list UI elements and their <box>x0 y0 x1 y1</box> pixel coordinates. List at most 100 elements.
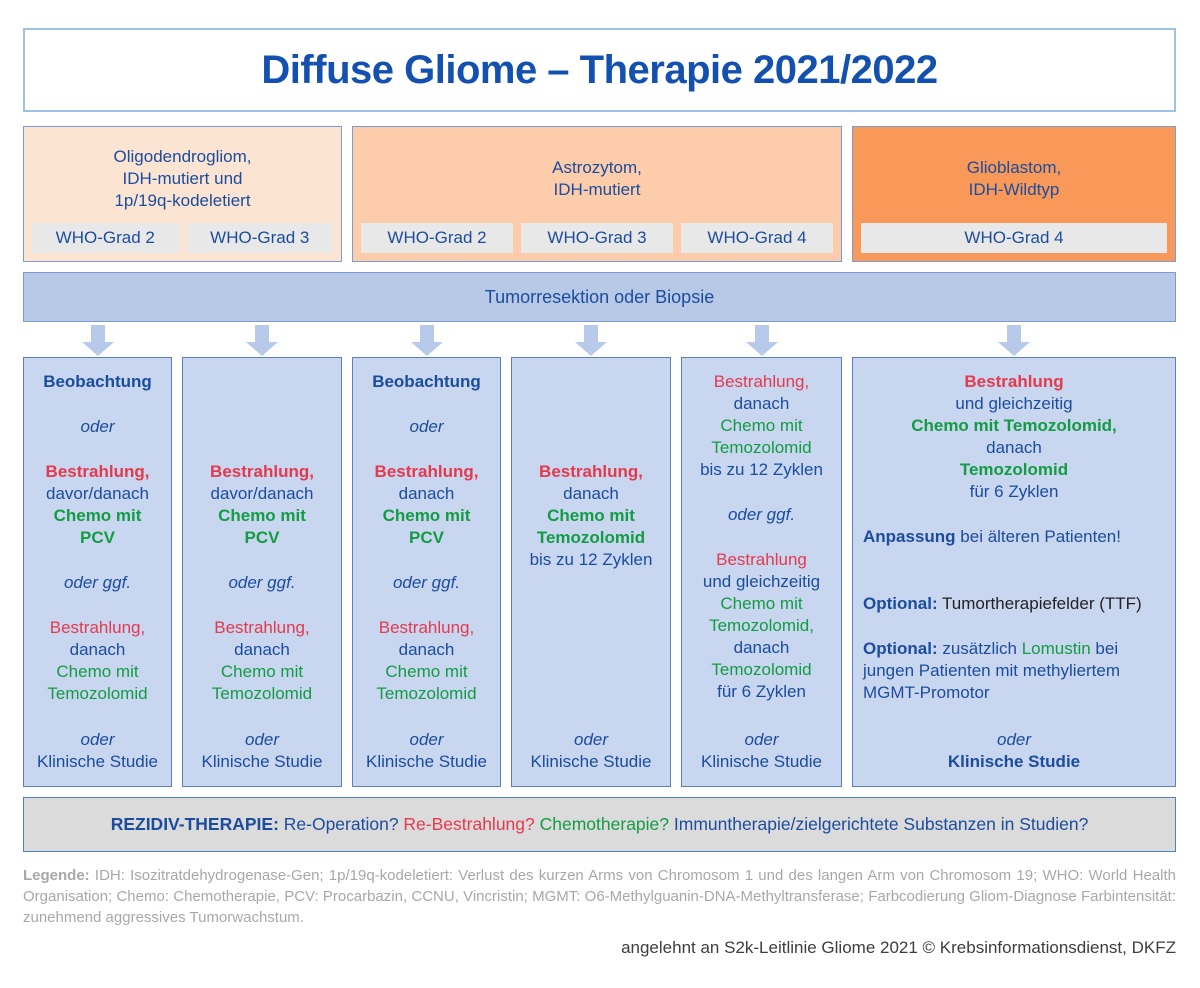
therapy-line: Chemo mit <box>53 506 142 525</box>
therapy-block: oder ggf. <box>29 572 166 594</box>
therapy-line: Chemo mit <box>720 416 803 435</box>
therapy-line: Anpassung bei älteren Patienten! <box>863 527 1121 546</box>
therapy-line: Temozolomid <box>536 528 646 547</box>
who-grade-chip: WHO-Grad 2 <box>361 223 513 253</box>
therapy-line: Temozolomid, <box>709 616 814 635</box>
therapy-line: PCV <box>244 528 280 547</box>
therapy-line: oder <box>80 730 115 749</box>
therapy-line: Temozolomid <box>959 460 1069 479</box>
therapy-line: oder <box>409 417 444 436</box>
legend-label: Legende: <box>23 867 90 884</box>
diagnosis-group-astrozytom: Astrozytom,IDH-mutiert WHO-Grad 2 WHO-Gra… <box>352 126 842 262</box>
therapy-line: Chemo mit <box>385 662 468 681</box>
diagnosis-title-line: IDH-mutiert <box>553 180 641 199</box>
therapy-line: Beobachtung <box>372 372 481 391</box>
therapy-block: oder <box>358 416 495 438</box>
therapy-line: Beobachtung <box>43 372 152 391</box>
therapy-line: Temozolomid <box>376 684 477 703</box>
therapy-line: MGMT-Promotor <box>863 683 990 702</box>
therapy-line: Chemo mit <box>220 662 304 681</box>
resection-bar-label: Tumorresektion oder Biopsie <box>484 286 715 307</box>
therapy-line: für 6 Zyklen <box>717 682 806 701</box>
therapy-block: oder ggf. <box>687 504 836 526</box>
who-grade-chip: WHO-Grad 3 <box>186 223 333 253</box>
therapy-line: Bestrahlung, <box>45 462 150 481</box>
page-title-box: Diffuse Gliome – Therapie 2021/2022 <box>23 28 1176 112</box>
therapy-line: und gleichzeitig <box>955 394 1073 413</box>
therapy-line: Bestrahlung <box>964 372 1064 391</box>
therapy-line: Chemo mit Temozolomid, <box>911 416 1117 435</box>
legend-text: Legende: IDH: Isozitratdehydrogenase-Gen… <box>23 865 1176 928</box>
therapy-line: bis zu 12 Zyklen <box>700 460 823 479</box>
therapy-line: Bestrahlung <box>716 550 807 569</box>
therapy-line: Temozolomid <box>711 660 812 679</box>
therapy-line: Bestrahlung, <box>539 462 643 481</box>
therapy-line: oder ggf. <box>228 573 296 592</box>
therapy-block: Beobachtung <box>358 371 495 393</box>
down-arrow-icon <box>246 325 278 356</box>
therapy-line: oder <box>244 730 280 749</box>
therapy-line: danach <box>234 640 290 659</box>
attribution-text: angelehnt an S2k-Leitlinie Gliome 2021 ©… <box>621 938 1176 957</box>
therapy-line: Klinische Studie <box>37 752 158 771</box>
who-grade-chip: WHO-Grad 3 <box>521 223 673 253</box>
therapy-line: Bestrahlung, <box>713 372 810 391</box>
down-arrow-icon <box>81 325 114 356</box>
rezidiv-text: REZIDIV-THERAPIE: Re-Operation? Re-Bestr… <box>110 814 1089 834</box>
diagnosis-title-line: Oligodendrogliom, <box>113 147 252 166</box>
resection-bar: Tumorresektion oder Biopsie <box>23 272 1176 322</box>
diagnosis-title-line: 1p/19q-kodeletiert <box>114 191 251 210</box>
therapy-line: Chemo mit <box>218 506 306 525</box>
diagnosis-title: Astrozytom,IDH-mutiert <box>361 135 833 223</box>
therapy-line: danach <box>986 438 1042 457</box>
therapy-line: Klinische Studie <box>530 752 652 771</box>
therapy-line: Klinische Studie <box>701 752 822 771</box>
therapy-line: Chemo mit <box>720 594 803 613</box>
therapy-line: Bestrahlung, <box>374 462 479 481</box>
therapy-line: für 6 Zyklen <box>969 482 1059 501</box>
down-arrow-icon <box>745 325 778 356</box>
therapy-line: Temozolomid <box>47 684 148 703</box>
therapy-line: Optional: Tumortherapiefelder (TTF) <box>863 594 1142 613</box>
diagnosis-title-line: IDH-Wildtyp <box>968 180 1060 199</box>
therapy-line: oder <box>80 417 115 436</box>
therapy-line: Bestrahlung, <box>49 618 146 637</box>
therapy-line: Bestrahlung, <box>210 462 314 481</box>
therapy-block: oder <box>29 416 166 438</box>
therapy-line: danach <box>733 638 790 657</box>
therapy-line: danach <box>398 640 455 659</box>
diagnosis-title: Glioblastom,IDH-Wildtyp <box>861 135 1167 223</box>
therapy-line: oder <box>744 730 779 749</box>
down-arrow-icon <box>410 325 443 356</box>
who-grade-chip: WHO-Grad 4 <box>861 223 1167 253</box>
glioma-therapy-diagram: Diffuse Gliome – Therapie 2021/2022 Olig… <box>23 28 1176 958</box>
therapy-line: oder <box>996 730 1032 749</box>
therapy-line: danach <box>69 640 126 659</box>
therapy-line: PCV <box>409 528 444 547</box>
therapy-line: Klinische Studie <box>947 752 1081 771</box>
therapy-line: oder ggf. <box>392 573 461 592</box>
rezidiv-bar: REZIDIV-THERAPIE: Re-Operation? Re-Bestr… <box>23 797 1176 852</box>
therapy-line: danach <box>733 394 790 413</box>
